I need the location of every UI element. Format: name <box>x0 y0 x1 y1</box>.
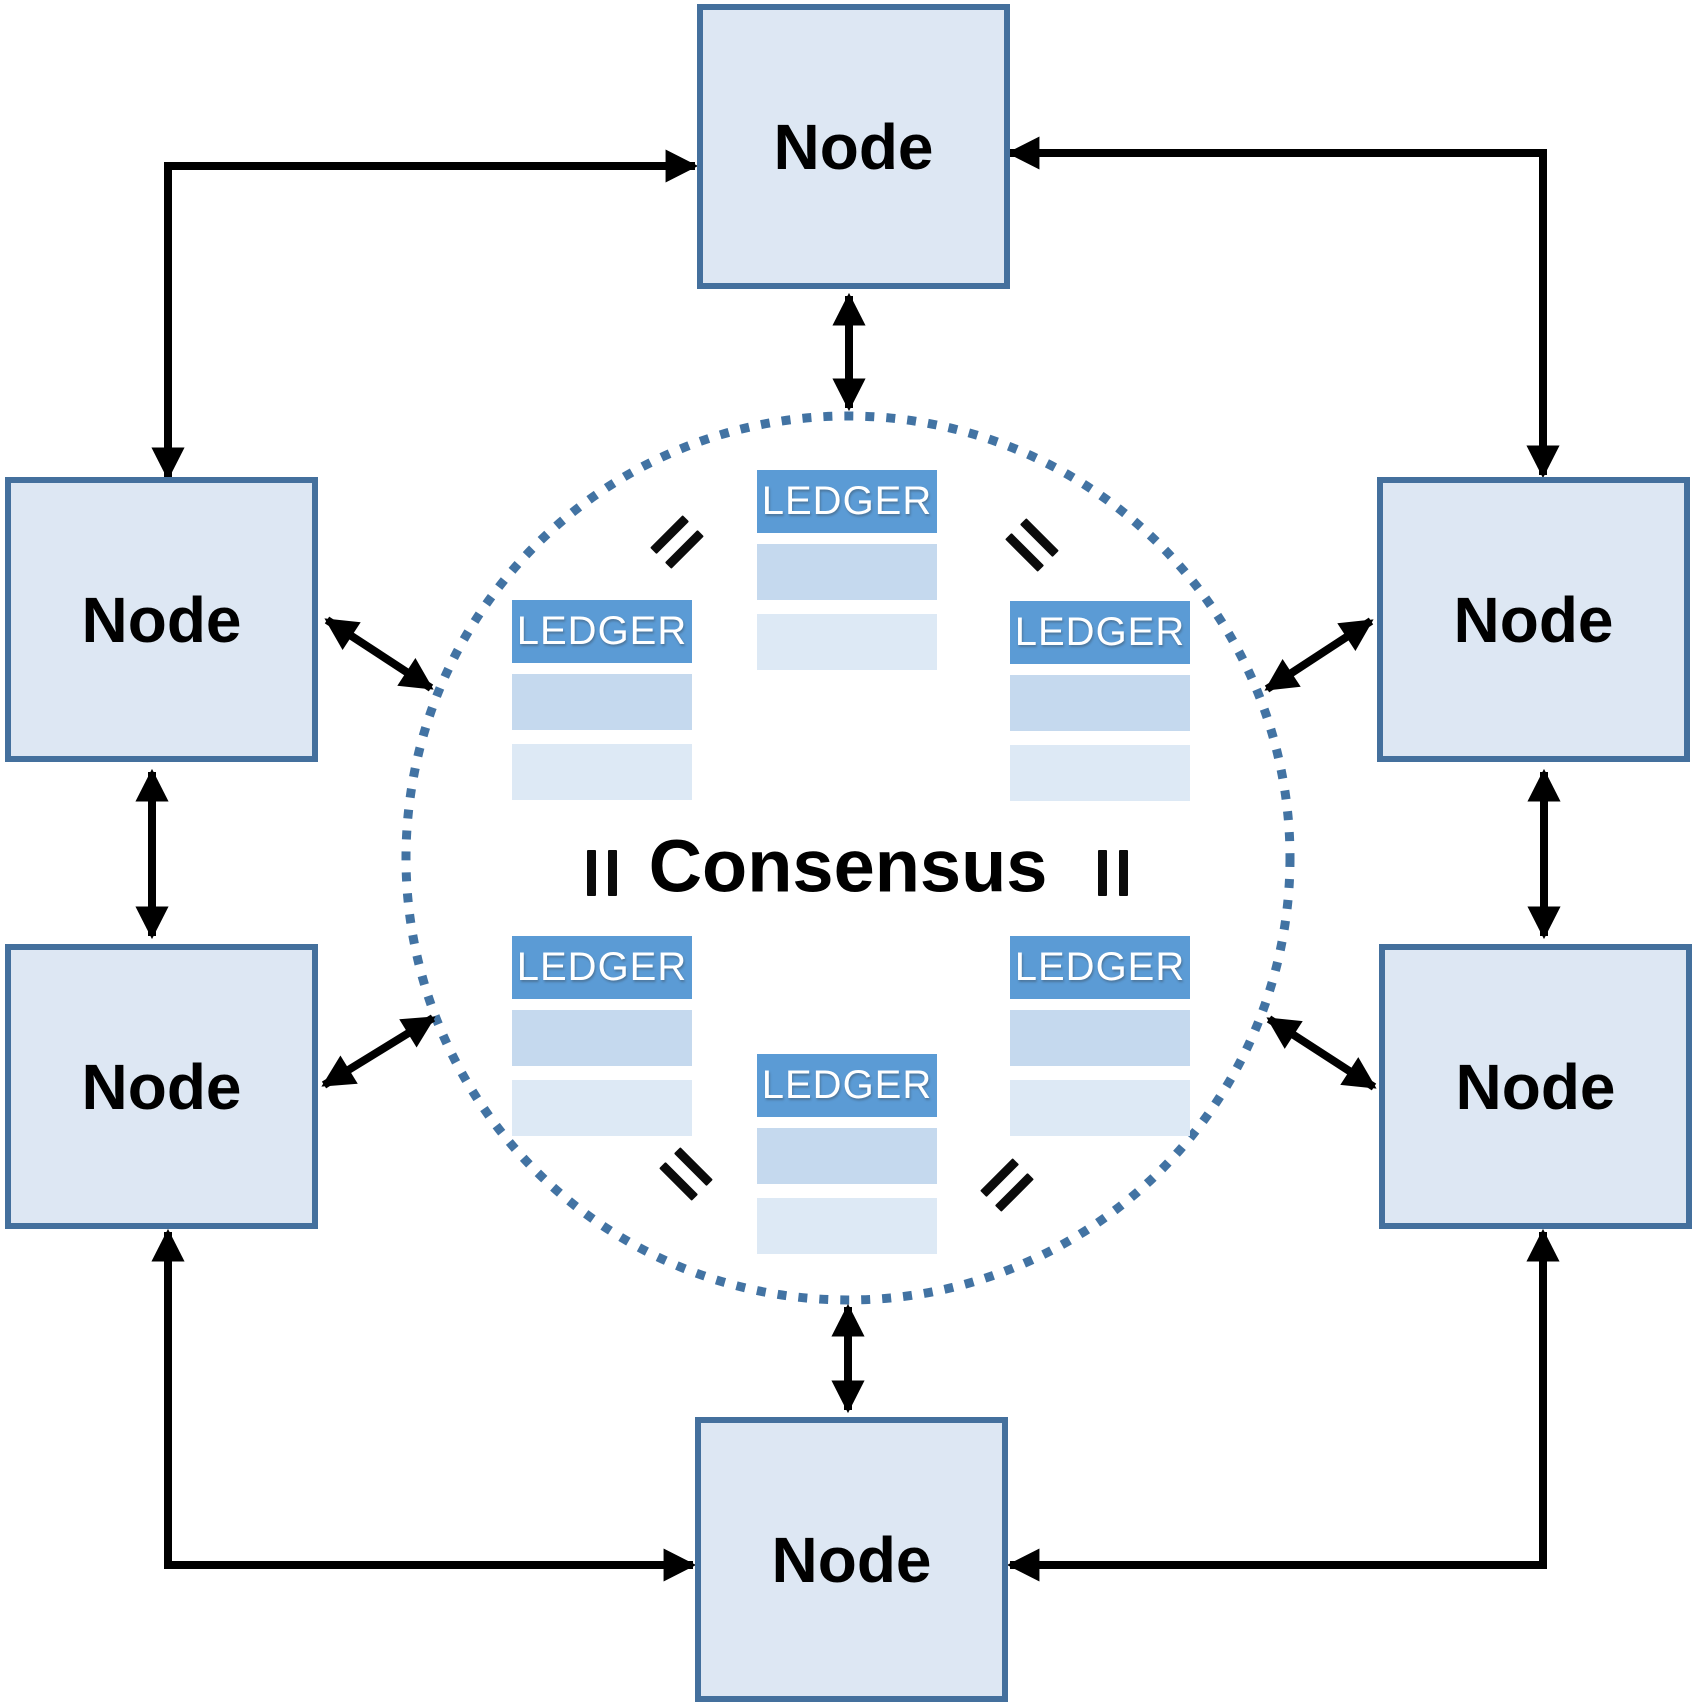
ledger-row <box>1010 1010 1190 1066</box>
arrow-lower-left-circle <box>321 1014 436 1089</box>
arrow-upper-right-circle <box>1264 617 1374 693</box>
ledger-row <box>757 544 937 600</box>
ledger-title: LEDGER <box>757 1054 937 1117</box>
ledger-row <box>1010 1080 1190 1136</box>
ledger-title: LEDGER <box>757 470 937 533</box>
connector-top-left <box>151 149 699 481</box>
ledger-row <box>1010 675 1190 731</box>
ledger-title: LEDGER <box>1010 601 1190 664</box>
ledger-table-lower-right: LEDGER <box>1010 936 1190 1136</box>
ledger-title: LEDGER <box>512 600 692 663</box>
node-box-bottom: Node <box>695 1417 1008 1702</box>
equals-icon <box>587 850 617 896</box>
ledger-title: LEDGER <box>1010 936 1190 999</box>
equals-icon <box>1098 850 1128 896</box>
arrow-upper-left-circle <box>324 616 434 692</box>
ledger-table-upper-right: LEDGER <box>1010 601 1190 801</box>
consensus-title: Consensus <box>648 824 1048 908</box>
connector-bottom-right <box>1006 1228 1560 1582</box>
ledger-table-lower-left: LEDGER <box>512 936 692 1136</box>
ledger-row <box>512 1010 692 1066</box>
node-box-lower-left: Node <box>5 944 318 1229</box>
connector-top-right <box>1006 136 1560 479</box>
ledger-table-top: LEDGER <box>757 470 937 670</box>
ledger-table-bottom: LEDGER <box>757 1054 937 1254</box>
node-box-upper-right: Node <box>1377 477 1690 762</box>
ledger-table-upper-left: LEDGER <box>512 600 692 800</box>
node-box-lower-right: Node <box>1379 944 1692 1229</box>
ledger-title: LEDGER <box>512 936 692 999</box>
ledger-row <box>1010 745 1190 801</box>
connector-bottom-left <box>151 1228 697 1582</box>
ledger-row <box>512 1080 692 1136</box>
ledger-row <box>512 744 692 800</box>
ledger-row <box>757 1128 937 1184</box>
node-box-upper-left: Node <box>5 477 318 762</box>
ledger-row <box>757 614 937 670</box>
ledger-row <box>512 674 692 730</box>
node-box-top: Node <box>697 4 1010 289</box>
arrow-lower-right-circle <box>1266 1015 1377 1091</box>
ledger-row <box>757 1198 937 1254</box>
